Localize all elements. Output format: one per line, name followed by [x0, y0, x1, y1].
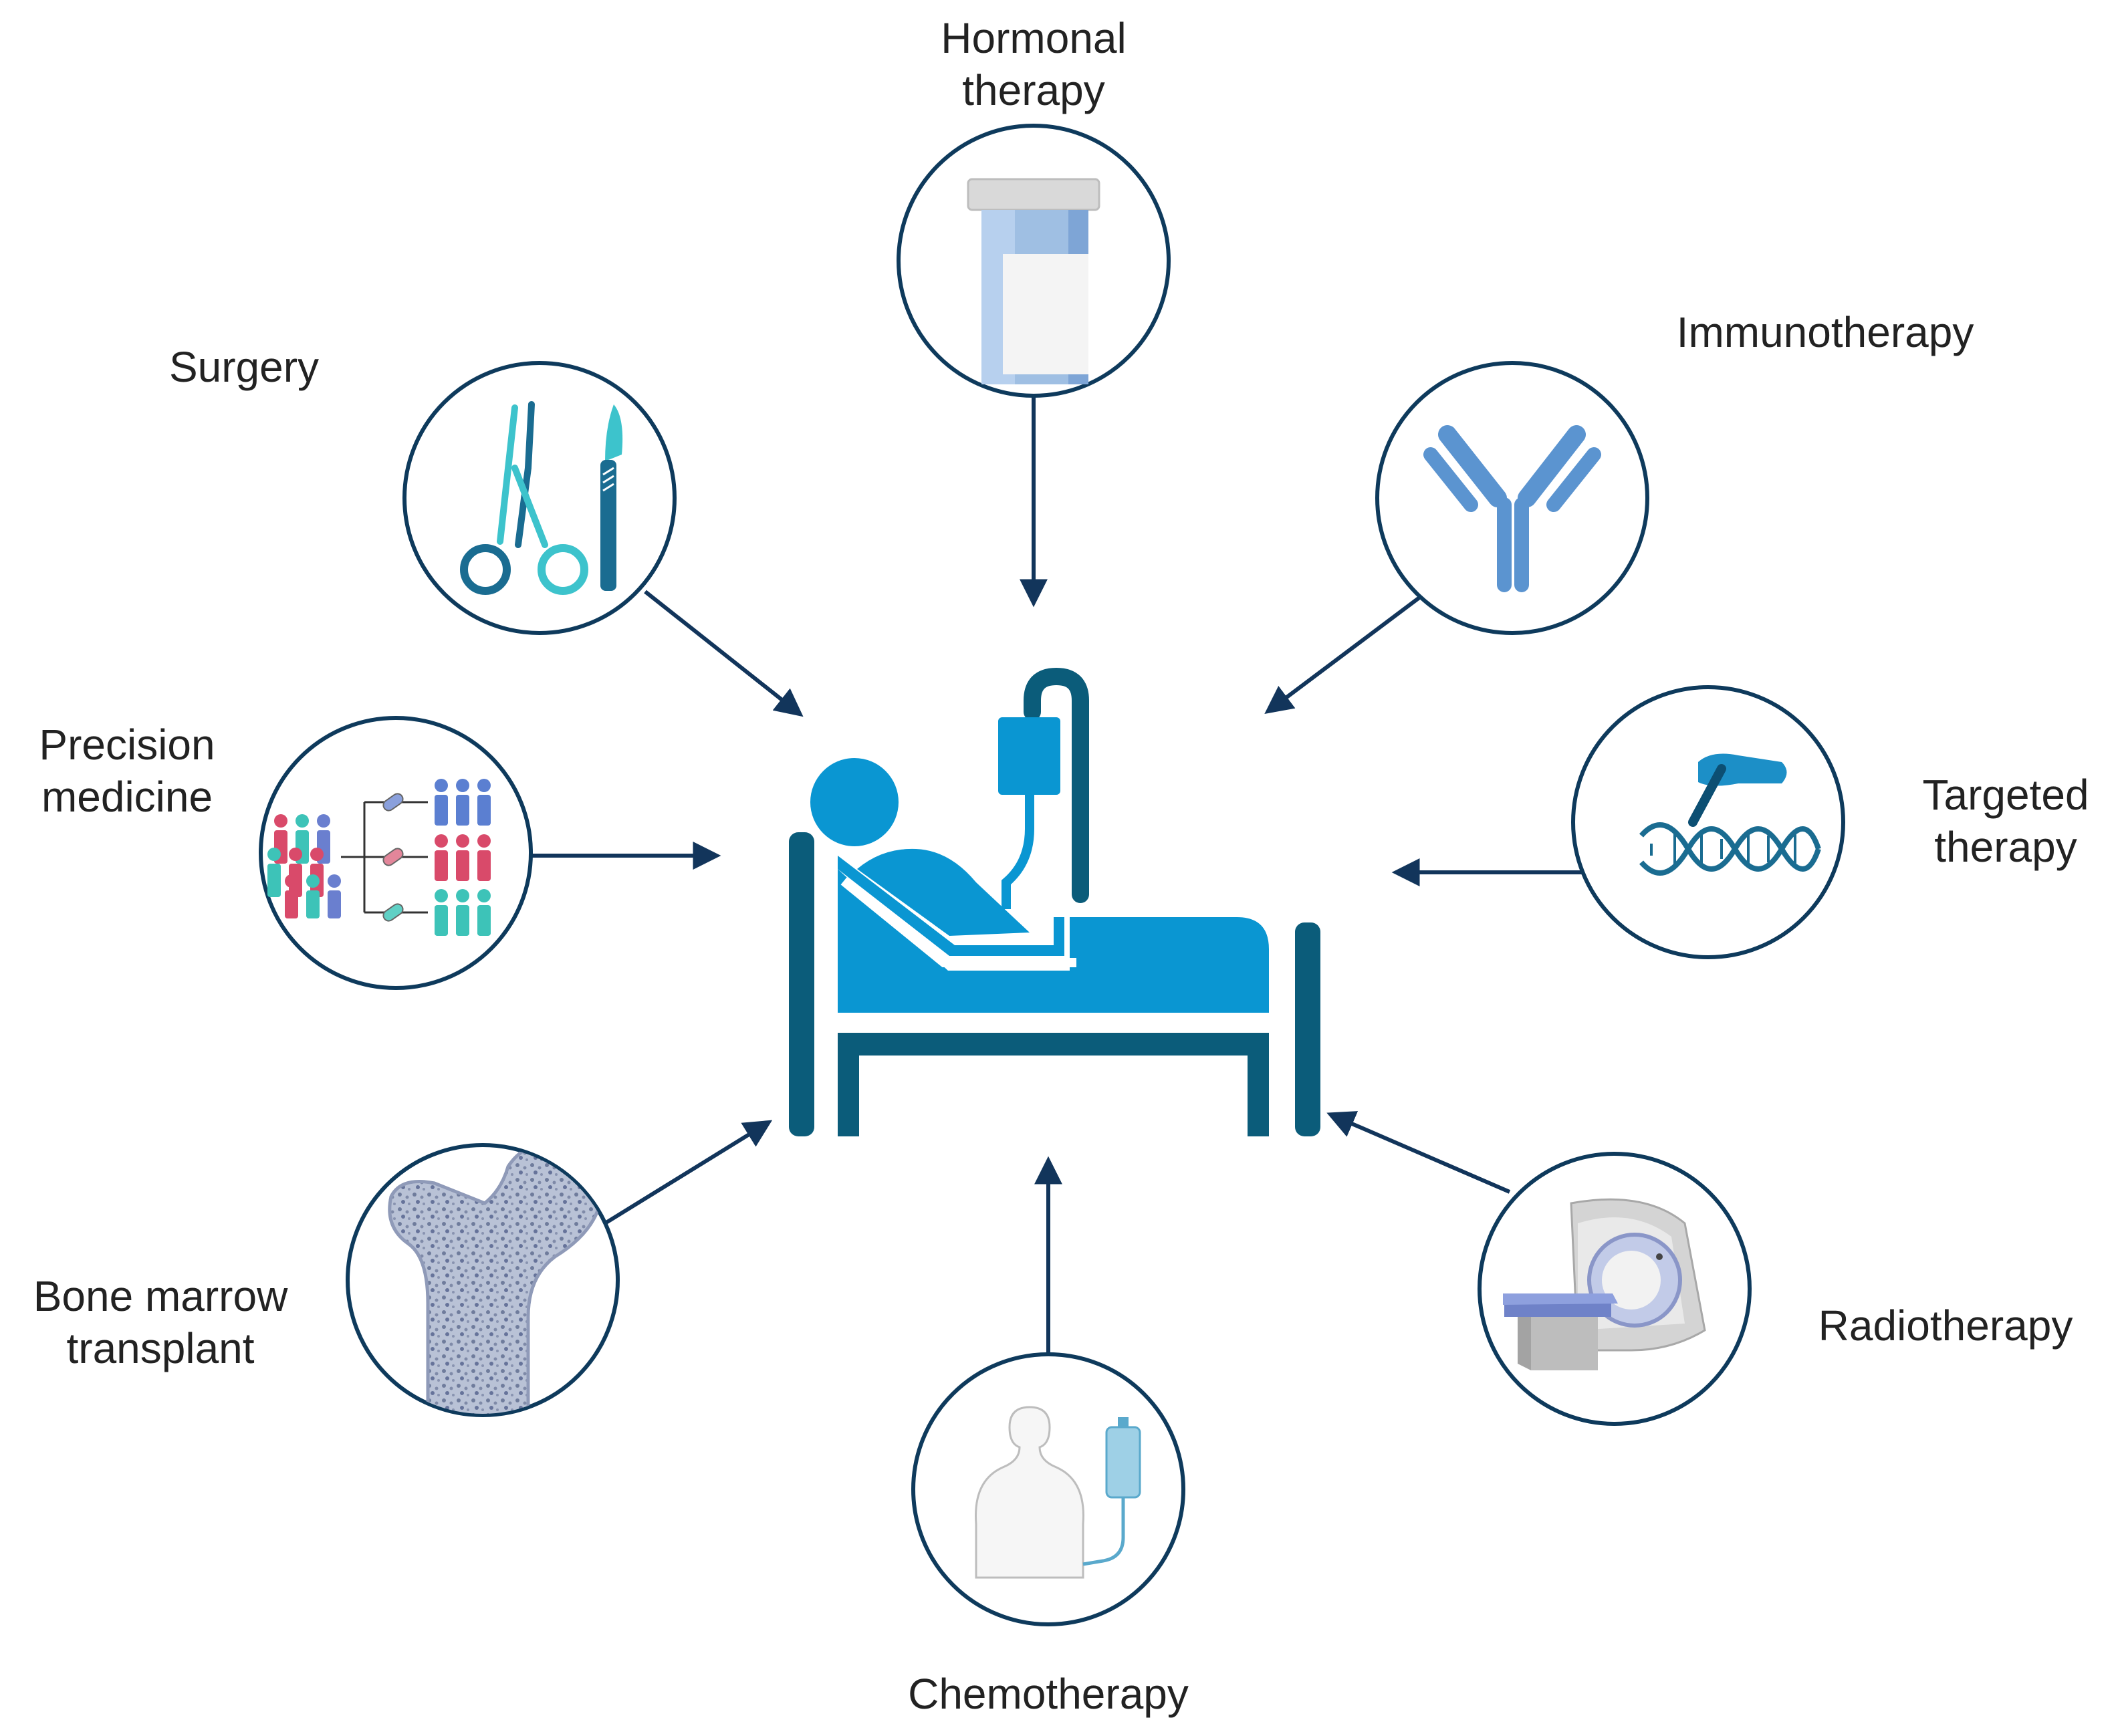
label-bone-marrow-line2: transplant: [66, 1324, 255, 1372]
pill-bottle-icon: [967, 178, 1100, 384]
label-hormonal-line2: therapy: [962, 66, 1105, 114]
arrow-bone-marrow: [604, 1120, 773, 1225]
iv-infusion-icon: [975, 1406, 1141, 1579]
precision-circle: [259, 716, 533, 990]
label-precision: Precision medicine: [20, 719, 234, 823]
label-surgery: Surgery: [134, 341, 354, 393]
immunotherapy-circle: [1375, 361, 1649, 635]
surgery-circle: [402, 361, 677, 635]
label-targeted-line1: Targeted: [1922, 771, 2089, 819]
patient-in-bed-icon: [789, 667, 1320, 1136]
scissors-scalpel-icon: [460, 401, 623, 595]
targeted-circle: [1571, 685, 1845, 959]
radiotherapy-circle: [1478, 1152, 1752, 1426]
label-chemotherapy-line1: Chemotherapy: [908, 1670, 1189, 1718]
label-bone-marrow-line1: Bone marrow: [33, 1272, 288, 1320]
label-radiotherapy-line1: Radiotherapy: [1818, 1301, 2073, 1350]
antibody-icon: [1423, 425, 1601, 592]
chemotherapy-circle: [911, 1352, 1185, 1626]
femur-bone-icon: [388, 1146, 604, 1414]
arrow-radiotherapy: [1326, 1111, 1511, 1194]
label-immunotherapy: Immunotherapy: [1645, 306, 2006, 358]
bone-marrow-circle: [346, 1143, 620, 1417]
arrows: [523, 394, 1591, 1354]
arrow-surgery: [644, 590, 804, 717]
patient-groups-icon: [267, 779, 491, 936]
label-precision-line1: Precision: [39, 721, 215, 769]
label-bone-marrow: Bone marrow transplant: [13, 1270, 308, 1374]
hormonal-circle: [897, 124, 1171, 398]
label-hormonal: Hormonal therapy: [920, 12, 1147, 116]
mri-scanner-icon: [1503, 1198, 1706, 1370]
label-precision-line2: medicine: [41, 773, 213, 821]
label-immunotherapy-line1: Immunotherapy: [1676, 308, 1974, 356]
label-targeted: Targeted therapy: [1899, 769, 2113, 873]
label-hormonal-line1: Hormonal: [941, 14, 1127, 62]
label-chemotherapy: Chemotherapy: [874, 1668, 1222, 1720]
label-radiotherapy: Radiotherapy: [1792, 1299, 2099, 1352]
arrow-immunotherapy: [1264, 590, 1429, 715]
label-targeted-line2: therapy: [1934, 823, 2077, 871]
dna-editing-icon: [1639, 753, 1821, 876]
label-surgery-line1: Surgery: [168, 343, 320, 391]
